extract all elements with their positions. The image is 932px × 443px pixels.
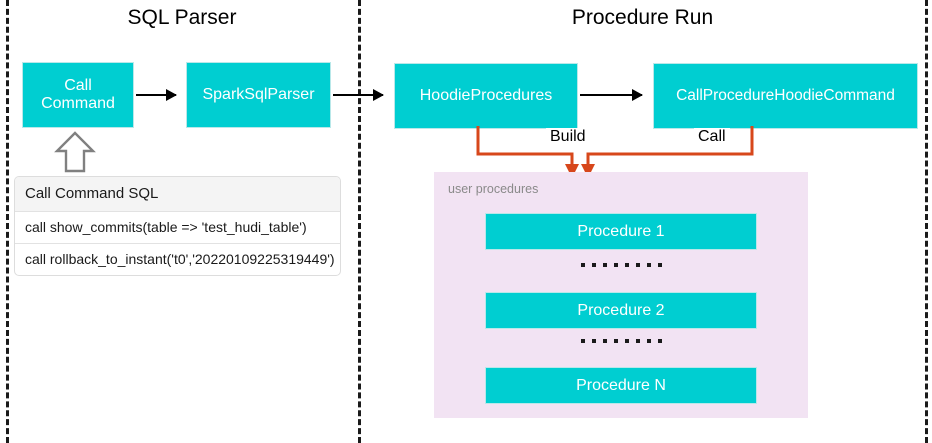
- section-title-procedure-run: Procedure Run: [571, 6, 714, 29]
- ellipsis-separator: [485, 336, 757, 346]
- procedure-box-label: Procedure 2: [577, 301, 665, 319]
- edge-label-build: Build: [546, 128, 590, 146]
- user-procedures-label: user procedures: [448, 182, 539, 196]
- sql-table-row: call rollback_to_instant('t0','202201092…: [25, 251, 335, 267]
- section-divider-right: [925, 0, 928, 443]
- arrow-hoodie-procedures-to-call-procedure-hoodie-command: [580, 89, 643, 101]
- call-arrowhead-icon: [581, 164, 595, 178]
- section-divider-left: [6, 0, 9, 443]
- call-command-sql-table: Call Command SQL call show_commits(table…: [14, 176, 341, 276]
- procedure-box-label: Procedure 1: [577, 222, 665, 240]
- ellipsis-separator: [485, 260, 757, 270]
- node-call-procedure-hoodie-command-label: CallProcedureHoodieCommand: [676, 87, 895, 105]
- section-divider-middle: [358, 0, 361, 443]
- build-call-connectors: [476, 126, 754, 178]
- sql-table-header: Call Command SQL: [15, 177, 340, 212]
- up-block-arrow-icon: [54, 131, 96, 173]
- node-call-command-label-line1: Call: [64, 76, 92, 94]
- node-hoodie-procedures[interactable]: HoodieProcedures: [394, 63, 578, 129]
- procedure-box[interactable]: Procedure 1: [485, 213, 757, 250]
- node-call-command-label: Call Command: [41, 77, 115, 114]
- arrow-call-command-to-spark-sql-parser: [136, 89, 177, 101]
- node-call-command[interactable]: Call Command: [22, 62, 134, 128]
- node-call-procedure-hoodie-command[interactable]: CallProcedureHoodieCommand: [653, 63, 918, 129]
- edge-label-call: Call: [694, 128, 730, 146]
- build-arrowhead-icon: [565, 164, 579, 178]
- procedure-box[interactable]: Procedure 2: [485, 292, 757, 329]
- user-procedures-panel: user procedures Procedure 1 Procedure 2 …: [434, 172, 808, 418]
- node-hoodie-procedures-label: HoodieProcedures: [419, 86, 553, 104]
- procedure-box-label: Procedure N: [576, 376, 666, 394]
- section-title-sql-parser: SQL Parser: [127, 6, 237, 29]
- node-spark-sql-parser-label: SparkSqlParser: [202, 85, 315, 103]
- node-call-command-label-line2: Command: [41, 95, 115, 112]
- arrow-spark-sql-parser-to-hoodie-procedures: [333, 89, 384, 101]
- node-spark-sql-parser[interactable]: SparkSqlParser: [186, 62, 331, 128]
- procedure-box[interactable]: Procedure N: [485, 367, 757, 404]
- sql-table-row: call show_commits(table => 'test_hudi_ta…: [15, 212, 340, 244]
